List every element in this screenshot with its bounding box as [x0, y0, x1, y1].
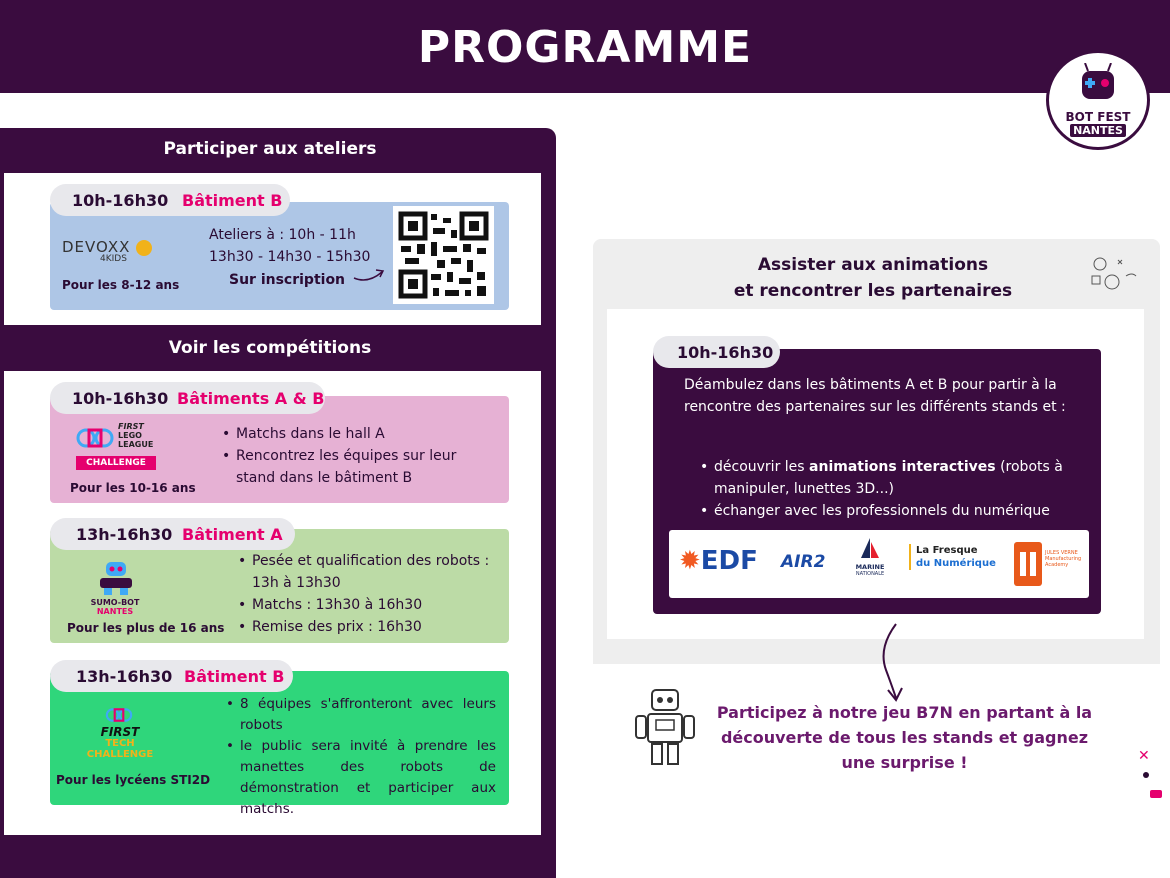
ftc-schedule-pill: 13h-16h30 Bâtiment B [50, 660, 293, 692]
ftc-details: 8 équipes s'affronteront avec leurs robo… [224, 694, 496, 820]
page-title: PROGRAMME [417, 22, 753, 73]
logo-text: BOT FEST NANTES [1065, 110, 1131, 137]
robot-head-icon [1082, 63, 1114, 99]
devox-schedule-pill: 10h-16h30 Bâtiment B [50, 184, 290, 216]
sumo-building: Bâtiment A [182, 524, 283, 544]
jules-verne-text: JULES VERNE Manufacturing Academy [1045, 550, 1082, 568]
sumo-time: 13h-16h30 [76, 524, 173, 544]
animations-time: 10h-16h30 [677, 342, 774, 362]
ideas-doodle-icon [1091, 257, 1137, 290]
fll-building: Bâtiments A & B [177, 388, 325, 408]
sail-icon [861, 538, 879, 558]
header-band [0, 0, 1170, 93]
animations-bullet-2: échanger avec les professionnels du numé… [700, 500, 1080, 522]
devox-logo-sub: 4KIDS [100, 254, 127, 264]
sumo-audience: Pour les plus de 16 ans [67, 621, 225, 635]
animations-bullet-1: découvrir les animations interactives (r… [700, 456, 1080, 500]
ftc-audience: Pour les lycéens STI2D [56, 773, 211, 787]
small-shape-icon [1150, 790, 1162, 798]
fll-audience: Pour les 10-16 ans [70, 481, 196, 495]
section-title-competitions: Voir les compétitions [168, 338, 372, 358]
devox-times: Ateliers à : 10h - 11h 13h30 - 14h30 - 1… [209, 227, 371, 265]
sumo-schedule-pill: 13h-16h30 Bâtiment A [50, 518, 295, 550]
fll-challenge-badge: CHALLENGE [76, 456, 156, 470]
ftc-building: Bâtiment B [184, 666, 285, 686]
edf-logo: ✹EDF [679, 546, 758, 576]
section-title-ateliers: Participer aux ateliers [163, 139, 377, 159]
cross-mark-icon: ✕ [1138, 748, 1150, 764]
curved-arrow-icon [882, 623, 903, 702]
animations-time-pill: 10h-16h30 [653, 336, 780, 368]
animations-intro: Déambulez dans les bâtiments A et B pour… [684, 377, 1066, 415]
arrow-icon [353, 269, 385, 281]
ftc-time: 13h-16h30 [76, 666, 173, 686]
partners-strip: ✹EDF AIR2 MARINE NATIONALE La Fresque du… [669, 530, 1089, 598]
ftc-logo-text: FIRST TECH CHALLENGE [86, 725, 154, 760]
devox-building: Bâtiment B [182, 190, 283, 210]
fll-details: Matchs dans le hall A Rencontrez les équ… [220, 423, 480, 489]
devox-registration: Sur inscription [229, 272, 346, 288]
game-invitation-text: Participez à notre jeu B7N en partant à … [716, 703, 1093, 772]
devox-logo: DEVOXX [62, 238, 153, 256]
first-logo-icon [76, 428, 114, 448]
dot-icon [1143, 772, 1149, 778]
devox-audience: Pour les 8-12 ans [62, 278, 180, 292]
qr-code-icon [398, 211, 489, 299]
robot-mascot-icon [635, 689, 695, 765]
fll-time: 10h-16h30 [72, 388, 169, 408]
sumo-details: Pesée et qualification des robots : 13h … [236, 550, 501, 638]
devox-time: 10h-16h30 [72, 190, 169, 210]
first-tech-logo-icon [105, 708, 133, 722]
sumo-logo-text: SUMO-BOT NANTES [90, 598, 140, 616]
marine-nationale-logo: MARINE NATIONALE [847, 536, 893, 577]
animations-list: découvrir les animations interactives (r… [700, 456, 1080, 522]
registration-qr-code[interactable] [393, 206, 494, 304]
fresque-numerique-logo: La Fresque du Numérique [909, 544, 999, 570]
sumo-robot-icon [100, 562, 132, 595]
air2-logo: AIR2 [781, 552, 826, 572]
animations-title: Assister aux animations et rencontrer le… [733, 255, 1013, 301]
bot-fest-logo: BOT FEST NANTES [1046, 50, 1150, 150]
jules-verne-logo [1014, 542, 1042, 586]
fll-schedule-pill: 10h-16h30 Bâtiments A & B [50, 382, 325, 414]
